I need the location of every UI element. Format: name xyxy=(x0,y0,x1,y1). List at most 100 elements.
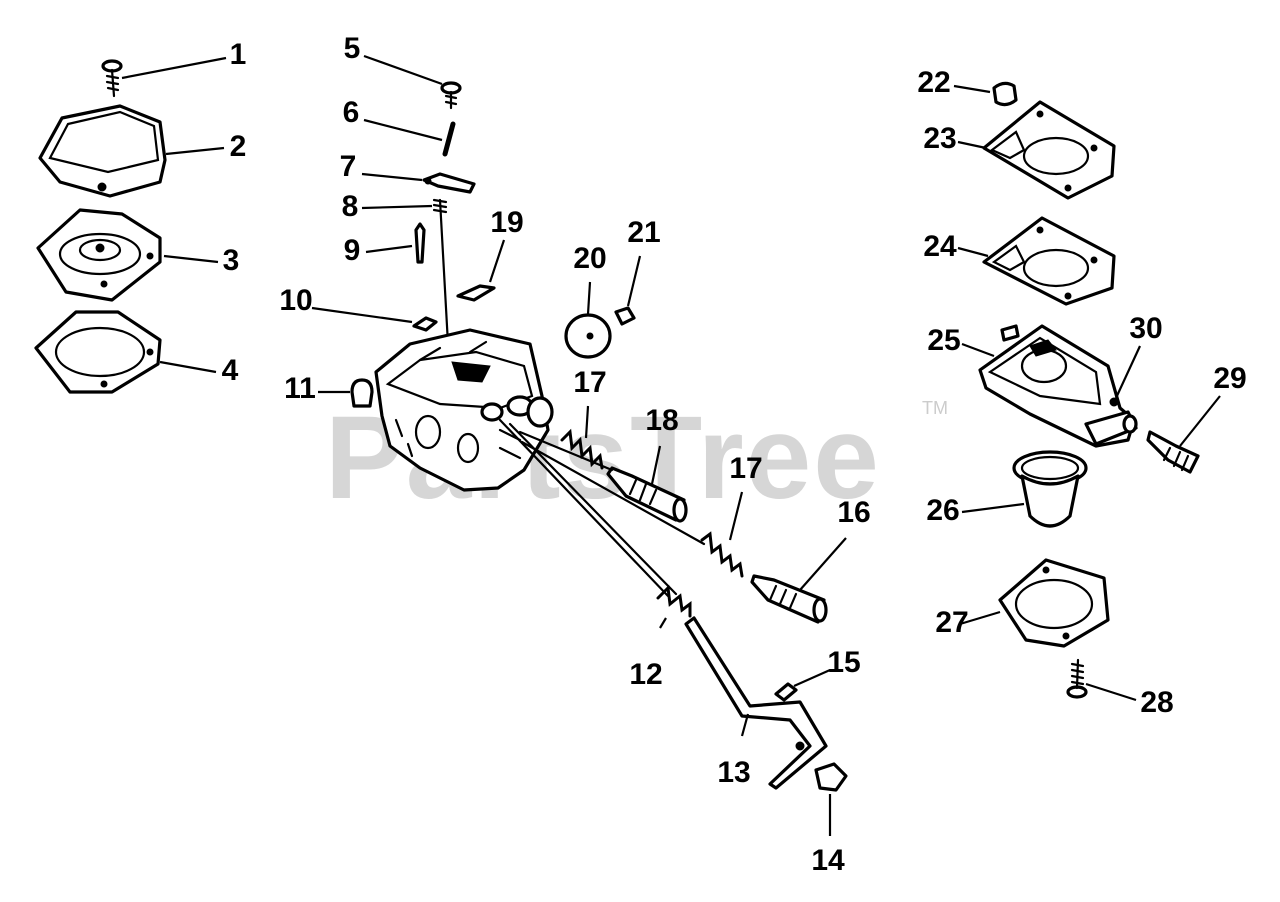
svg-text:23: 23 xyxy=(923,122,956,155)
svg-text:19: 19 xyxy=(490,206,523,239)
part-30-fitting xyxy=(1109,397,1119,407)
svg-text:8: 8 xyxy=(342,190,359,223)
callout-12: 12 xyxy=(629,617,667,691)
callout-2: 2 xyxy=(165,130,247,163)
callout-5: 5 xyxy=(344,32,443,86)
callout-27: 27 xyxy=(935,606,1001,639)
callout-23: 23 xyxy=(923,122,987,155)
callout-15: 15 xyxy=(793,646,861,688)
callout-19: 19 xyxy=(488,206,524,283)
svg-text:10: 10 xyxy=(279,284,312,317)
callout-30: 30 xyxy=(1115,312,1163,399)
callout-9: 9 xyxy=(344,234,413,267)
callout-25: 25 xyxy=(927,324,995,358)
callout-13: 13 xyxy=(717,713,751,789)
part-6-pin xyxy=(442,121,456,157)
svg-text:14: 14 xyxy=(811,844,845,877)
part-13-throttle-shaft xyxy=(684,616,828,790)
callout-17b: 17 xyxy=(728,452,763,541)
callout-29: 29 xyxy=(1179,362,1247,447)
svg-text:2: 2 xyxy=(230,130,247,163)
svg-text:15: 15 xyxy=(827,646,860,679)
svg-text:27: 27 xyxy=(935,606,968,639)
part-16-adjust-needle xyxy=(750,574,828,624)
callout-20: 20 xyxy=(573,242,607,315)
callout-17a: 17 xyxy=(573,366,607,439)
shaft-line-lower xyxy=(520,440,706,546)
callout-18: 18 xyxy=(645,404,679,485)
part-5-screw xyxy=(440,81,462,110)
callout-8: 8 xyxy=(342,190,433,223)
part-11-plug xyxy=(350,378,374,408)
svg-text:28: 28 xyxy=(1140,686,1173,719)
part-23-gasket xyxy=(982,100,1116,200)
callout-3: 3 xyxy=(163,244,240,277)
shaft-line-upper xyxy=(518,430,614,472)
part-25-pump-body xyxy=(978,324,1138,448)
svg-text:29: 29 xyxy=(1213,362,1246,395)
shaft-line-throttle xyxy=(498,418,670,598)
svg-text:13: 13 xyxy=(717,756,750,789)
svg-text:30: 30 xyxy=(1129,312,1162,345)
part-4-gasket xyxy=(34,310,162,394)
part-22-cap xyxy=(992,81,1018,107)
callout-28: 28 xyxy=(1085,682,1174,719)
part-26-cup xyxy=(1012,450,1088,528)
callout-14: 14 xyxy=(811,794,845,877)
part-1-screw xyxy=(101,59,123,98)
svg-text:26: 26 xyxy=(926,494,959,527)
svg-text:12: 12 xyxy=(629,658,662,691)
callout-26: 26 xyxy=(926,494,1025,527)
part-10-plug xyxy=(412,316,438,332)
part-12-spring xyxy=(656,584,692,618)
callout-21: 21 xyxy=(626,216,661,307)
callout-7: 7 xyxy=(340,150,423,183)
svg-text:16: 16 xyxy=(837,496,870,529)
part-9-needle xyxy=(414,222,426,264)
svg-text:24: 24 xyxy=(923,230,957,263)
callout-24: 24 xyxy=(923,230,989,263)
part-28-screw xyxy=(1066,658,1088,699)
part-27-gasket xyxy=(998,558,1110,648)
part-18-adjust-needle xyxy=(606,466,688,523)
callout-22: 22 xyxy=(917,66,991,99)
svg-text:18: 18 xyxy=(645,404,678,437)
part-29-screw xyxy=(1146,430,1200,474)
part-17-spring-lower xyxy=(700,531,744,578)
callout-11: 11 xyxy=(284,372,350,405)
watermark-trademark: TM xyxy=(922,398,948,418)
svg-text:1: 1 xyxy=(230,38,247,71)
part-21-screw xyxy=(614,306,636,326)
callout-4: 4 xyxy=(159,354,239,387)
part-14-nut xyxy=(814,762,848,792)
callouts: 1 2 3 4 5 6 7 8 xyxy=(121,32,1247,877)
callout-6: 6 xyxy=(343,96,443,142)
part-2-cover xyxy=(38,104,167,198)
svg-text:17: 17 xyxy=(729,452,762,485)
part-17-spring-upper xyxy=(560,428,604,470)
part-20-disc xyxy=(564,313,612,359)
svg-text:17: 17 xyxy=(573,366,606,399)
svg-text:4: 4 xyxy=(222,354,239,387)
part-19-screen xyxy=(456,284,496,302)
part-3-diaphragm xyxy=(36,208,162,302)
svg-text:6: 6 xyxy=(343,96,360,129)
svg-text:21: 21 xyxy=(627,216,660,249)
svg-text:11: 11 xyxy=(284,372,316,405)
part-15-pin xyxy=(774,682,798,702)
shaft-line-throttle-2 xyxy=(508,422,678,596)
part-24-gasket xyxy=(982,216,1116,306)
carburetor-body xyxy=(374,328,554,492)
svg-text:20: 20 xyxy=(573,242,606,275)
svg-text:7: 7 xyxy=(340,150,357,183)
svg-text:5: 5 xyxy=(344,32,361,65)
callout-10: 10 xyxy=(279,284,413,324)
svg-text:3: 3 xyxy=(223,244,240,277)
part-7-lever xyxy=(422,172,476,194)
svg-text:22: 22 xyxy=(917,66,950,99)
svg-text:25: 25 xyxy=(927,324,960,357)
svg-text:9: 9 xyxy=(344,234,361,267)
callout-16: 16 xyxy=(799,496,871,591)
callout-1: 1 xyxy=(121,38,247,80)
